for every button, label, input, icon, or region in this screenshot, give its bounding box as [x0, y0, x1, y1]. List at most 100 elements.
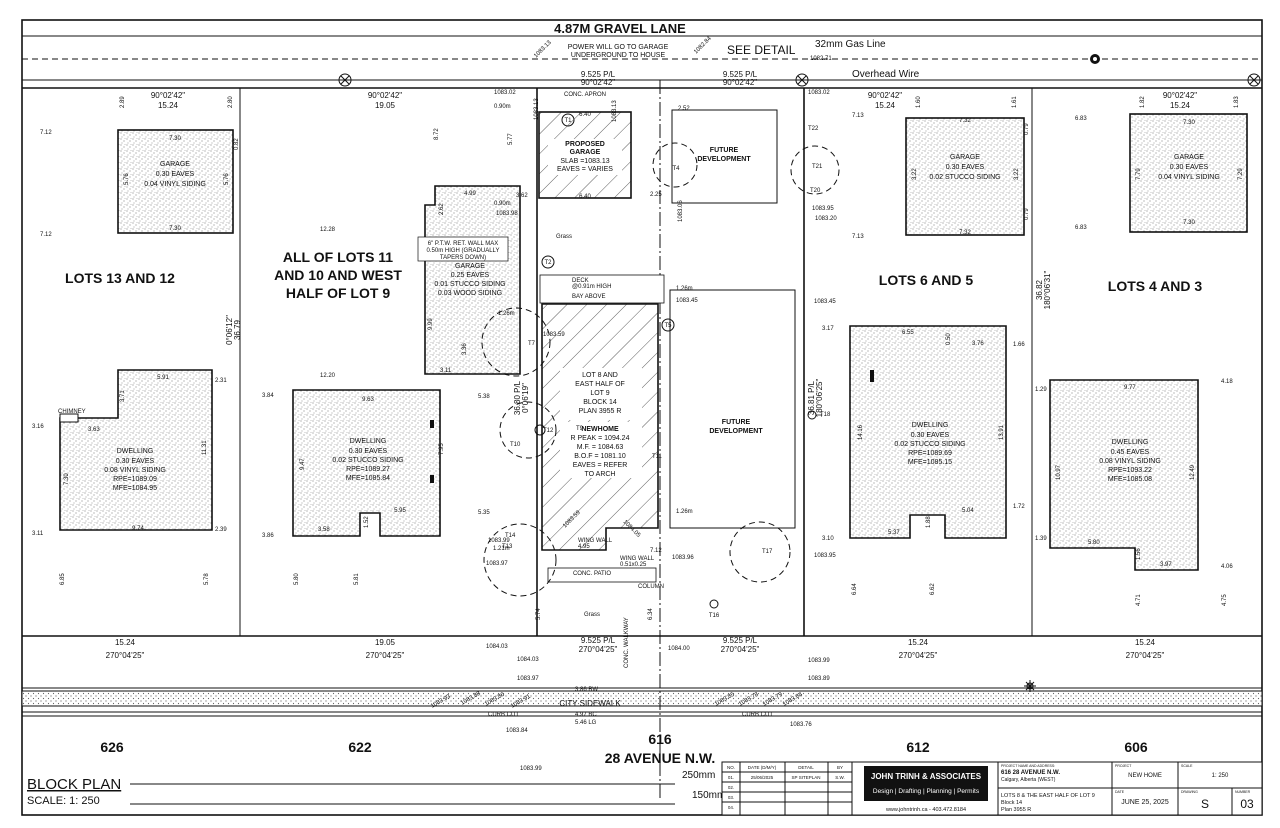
dim: 5.74	[536, 608, 542, 620]
dwelling-label: DWELLING	[1112, 439, 1149, 446]
legal-line: LOT 9	[590, 390, 609, 397]
wing-wall: WING WALL	[578, 538, 613, 544]
tb-cell: 03.	[728, 795, 734, 800]
dim: 5.95	[394, 508, 406, 514]
dwelling-label: DWELLING	[350, 438, 387, 445]
side-bearing: 180°06'31"	[1043, 270, 1052, 309]
dim: 4.99	[464, 191, 476, 197]
subject-side-pl: 36.80 P/L	[513, 380, 522, 415]
future-title-2: DEVELOPMENT	[697, 156, 751, 163]
bearing-label: 90°02'42"	[868, 91, 902, 100]
svg-text:T17: T17	[762, 549, 773, 555]
legal-line: BLOCK 14	[583, 399, 617, 406]
project-address: 616 28 AVENUE N.W.	[1001, 770, 1060, 776]
garage-title-2: GARAGE	[570, 149, 601, 156]
dim: 6.64	[852, 583, 858, 595]
window-mark	[870, 370, 874, 382]
underground-note: UNDERGROUND TO HOUSE	[571, 52, 666, 59]
lg-label: 5.46 LG	[575, 720, 597, 726]
main-floor: M.F. = 1084.63	[577, 444, 624, 451]
wing-wall-size: 0.51x0.25	[620, 562, 647, 568]
dim: 8.72	[434, 128, 440, 140]
address-616: 616	[648, 731, 672, 747]
dwelling-siding: 0.08 VINYL SIDING	[1099, 458, 1161, 465]
dim: 0.79	[1024, 208, 1030, 220]
bearing-label: 270°04'25"	[1126, 651, 1165, 660]
tb-cell: S.W.	[835, 775, 845, 780]
dim: 7.29	[1238, 168, 1244, 180]
dim: 14.16	[858, 424, 864, 440]
walkway-label: CONC. WALKWAY	[624, 617, 630, 668]
dim: 1.29	[1035, 387, 1047, 393]
dim: 12.49	[1190, 464, 1196, 480]
dim: 0.90m	[494, 104, 511, 110]
dim: 3.84	[262, 393, 274, 399]
patio-label: CONC. PATIO	[573, 571, 611, 577]
dim: 3.63	[88, 427, 100, 433]
grass-label: Grass	[584, 612, 600, 618]
drawing-letter: S	[1201, 797, 1209, 811]
svg-text:1084.03: 1084.03	[486, 644, 508, 650]
dim: 12.28	[320, 227, 336, 233]
svg-text:1083.02: 1083.02	[808, 90, 830, 96]
dim: 0.79	[1024, 123, 1030, 135]
tree-marks: T1 T4 T5 T7 T2 T10 T13 T12 T16 T17 T18 T…	[481, 113, 840, 619]
dwelling-mfe: MFE=1085.15	[908, 459, 952, 466]
svg-text:1083.76: 1083.76	[790, 722, 812, 728]
dim: 5.80	[294, 573, 300, 585]
bearing-label: 90°02'42"	[151, 91, 185, 100]
dim: 7.30	[1183, 120, 1195, 126]
dim: 5.76	[124, 173, 130, 185]
width-label: 15.24	[158, 101, 179, 110]
dwelling-siding: 0.08 VINYL SIDING	[104, 467, 166, 474]
neighbour-dwelling-2	[292, 389, 441, 537]
dim: 6.55	[902, 330, 914, 336]
curb-cut-label: CURB CUT	[488, 712, 519, 718]
garage-label: GARAGE	[1174, 154, 1204, 161]
dim: 3.22	[912, 168, 918, 180]
dim: 5.91	[157, 375, 169, 381]
svg-text:1084.03: 1084.03	[517, 657, 539, 663]
gas-valve-icon	[1090, 54, 1100, 64]
svg-text:1084.00: 1084.00	[668, 646, 690, 652]
dim: 6.83	[1075, 116, 1087, 122]
dim: 0.50	[946, 333, 952, 345]
home-label-bg	[560, 368, 642, 420]
dim: 6.85	[60, 573, 66, 585]
dim: 3.22	[1014, 168, 1020, 180]
legal-block: Block 14	[1001, 800, 1022, 806]
dim: 7.12	[40, 130, 52, 136]
company-contact: www.johntrinh.ca - 403.472.8184	[885, 807, 966, 813]
pl-bearing: 270°04'25"	[579, 645, 618, 654]
dim: 1.83	[1234, 96, 1240, 108]
lot-label-13-12: LOTS 13 AND 12	[65, 270, 175, 286]
dim: 2.89	[120, 96, 126, 108]
svg-text:T12: T12	[543, 428, 554, 434]
window-mark	[430, 420, 434, 428]
dim: 3.76	[972, 341, 984, 347]
dim: 3.16	[32, 424, 44, 430]
tb-scale: 1: 250	[1212, 773, 1229, 779]
neighbour-garage-2	[424, 185, 521, 375]
bearing-label: 90°02'42"	[1163, 91, 1197, 100]
lot-label-4-3: LOTS 4 AND 3	[1108, 278, 1203, 294]
dim: 7.13	[852, 113, 864, 119]
dim: 3.11	[32, 531, 44, 537]
company-name: JOHN TRINH & ASSOCIATES	[871, 772, 982, 781]
dim: 3.97	[1160, 562, 1172, 568]
neighbour-dwelling-3	[849, 325, 1007, 539]
company-tagline: Design | Drafting | Planning | Permits	[873, 788, 980, 795]
neighbour-garage-4	[1129, 113, 1248, 233]
svg-text:T9: T9	[576, 426, 584, 432]
dwelling-eaves: 0.30 EAVES	[116, 458, 155, 465]
garage-eaves: 0.25 EAVES	[451, 272, 490, 279]
dim: 4.18	[1221, 379, 1233, 385]
neighbour-dwelling-4	[1049, 379, 1199, 571]
svg-text:T4: T4	[672, 166, 680, 172]
window-mark	[430, 475, 434, 483]
utility-pole-2	[795, 73, 809, 87]
dim: 4.71	[1136, 594, 1142, 606]
svg-text:1082.71: 1082.71	[810, 56, 832, 62]
svg-text:1083.06: 1083.06	[678, 200, 684, 222]
dwelling-siding: 0.02 STUCCO SIDING	[332, 457, 403, 464]
